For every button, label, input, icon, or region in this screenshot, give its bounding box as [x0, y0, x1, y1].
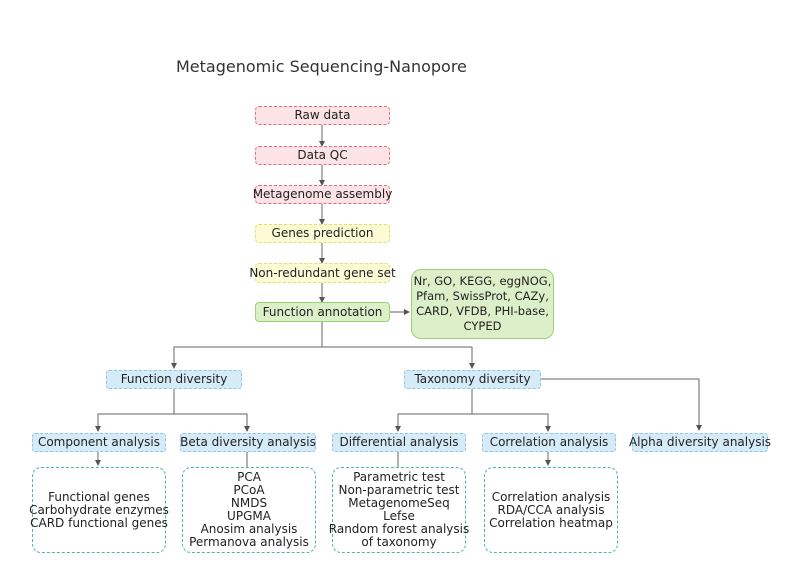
gene-set-box: Non-redundant gene set: [249, 263, 396, 283]
genes-prediction-box: Genes prediction: [255, 224, 390, 243]
arrow-to-component: [95, 389, 175, 432]
databases-line-1: Nr, GO, KEGG, eggNOG,: [413, 274, 552, 288]
databases-box: Nr, GO, KEGG, eggNOG, Pfam, SwissProt, C…: [411, 269, 554, 339]
arrow-to-taxonomy-diversity: [322, 346, 475, 369]
differential-details-box: Parametric test Non-parametric test Meta…: [328, 467, 470, 553]
detail-item: Correlation heatmap: [489, 515, 613, 530]
data-qc-label: Data QC: [297, 148, 348, 162]
detail-item: Carbohydrate enzymes: [29, 502, 169, 517]
differential-analysis-label: Differential analysis: [339, 435, 459, 449]
diagram-title: Metagenomic Sequencing-Nanopore: [176, 57, 467, 76]
beta-details-box: PCA PCoA NMDS UPGMA Anosim analysis Perm…: [182, 467, 316, 553]
arrow-to-beta: [174, 413, 250, 432]
databases-line-4: CYPED: [463, 319, 502, 333]
function-diversity-box: Function diversity: [106, 370, 242, 389]
arrow-to-correlation: [472, 413, 551, 432]
detail-item: RDA/CCA analysis: [497, 502, 605, 517]
alpha-diversity-analysis-label: Alpha diversity analysis: [628, 435, 772, 449]
metagenome-assembly-label: Metagenome assembly: [252, 187, 393, 201]
differential-analysis-box: Differential analysis: [332, 433, 466, 452]
detail-item: NMDS: [230, 496, 268, 510]
metagenome-assembly-box: Metagenome assembly: [252, 185, 393, 204]
correlation-analysis-label: Correlation analysis: [489, 435, 609, 449]
taxonomy-diversity-box: Taxonomy diversity: [404, 370, 541, 389]
arrow-to-differential: [395, 389, 473, 432]
detail-item: Parametric test: [353, 470, 445, 484]
databases-line-3: CARD, VFDB, PHI-base,: [416, 304, 549, 318]
detail-item: Random forest analysis: [328, 522, 470, 536]
detail-item: Lefse: [383, 509, 415, 523]
data-qc-box: Data QC: [255, 146, 390, 165]
detail-item: of taxonomy: [361, 535, 437, 549]
detail-item: PCoA: [233, 483, 265, 497]
taxonomy-diversity-label: Taxonomy diversity: [414, 372, 531, 386]
arrow-to-function-diversity: [171, 322, 323, 369]
raw-data-label: Raw data: [294, 108, 351, 122]
detail-item: PCA: [237, 470, 261, 484]
detail-item: CARD functional genes: [30, 515, 168, 530]
detail-item: Anosim analysis: [200, 522, 298, 536]
component-details-box: Functional genes Carbohydrate enzymes CA…: [29, 467, 169, 553]
arrow-to-alpha: [541, 378, 702, 431]
alpha-diversity-analysis-box: Alpha diversity analysis: [628, 433, 772, 452]
function-diversity-label: Function diversity: [120, 372, 228, 386]
detail-item: MetagenomeSeq: [348, 496, 450, 510]
detail-item: UPGMA: [227, 509, 271, 523]
beta-diversity-analysis-label: Beta diversity analysis: [180, 435, 316, 449]
databases-line-2: Pfam, SwissProt, CAZy,: [416, 289, 549, 303]
raw-data-box: Raw data: [255, 106, 390, 125]
component-analysis-box: Component analysis: [32, 433, 166, 452]
function-annotation-box: Function annotation: [255, 302, 390, 322]
function-annotation-label: Function annotation: [262, 304, 383, 319]
gene-set-label: Non-redundant gene set: [249, 265, 396, 280]
component-analysis-label: Component analysis: [37, 435, 161, 449]
beta-diversity-analysis-box: Beta diversity analysis: [180, 433, 316, 452]
detail-item: Permanova analysis: [189, 535, 309, 549]
correlation-analysis-box: Correlation analysis: [482, 433, 616, 452]
genes-prediction-label: Genes prediction: [271, 226, 374, 240]
detail-item: Correlation analysis: [491, 489, 611, 504]
detail-item: Functional genes: [48, 489, 150, 504]
correlation-details-box: Correlation analysis RDA/CCA analysis Co…: [484, 467, 618, 553]
detail-item: Non-parametric test: [338, 483, 460, 497]
